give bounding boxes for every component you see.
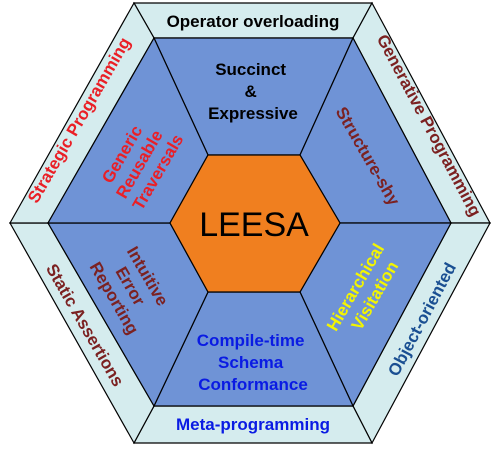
inner-label-bottom: Compile-time Schema Conformance — [197, 331, 309, 394]
inner-label-top: Succinct & Expressive — [208, 60, 298, 123]
inner-label-top-line-2: & — [244, 82, 256, 101]
inner-label-bottom-line-1: Compile-time — [197, 331, 305, 350]
inner-label-bottom-line-3: Conformance — [198, 375, 308, 394]
outer-ring — [8, 1, 492, 445]
inner-label-top-line-3: Expressive — [208, 104, 298, 123]
center-hexagon — [169, 154, 341, 293]
inner-label-top-line-1: Succinct — [215, 60, 286, 79]
inner-label-bottom-line-2: Schema — [218, 353, 284, 372]
center-label: LEESA — [199, 206, 309, 244]
outer-label-top: Operator overloading — [167, 12, 340, 31]
outer-label-bottom: Meta-programming — [176, 415, 330, 434]
